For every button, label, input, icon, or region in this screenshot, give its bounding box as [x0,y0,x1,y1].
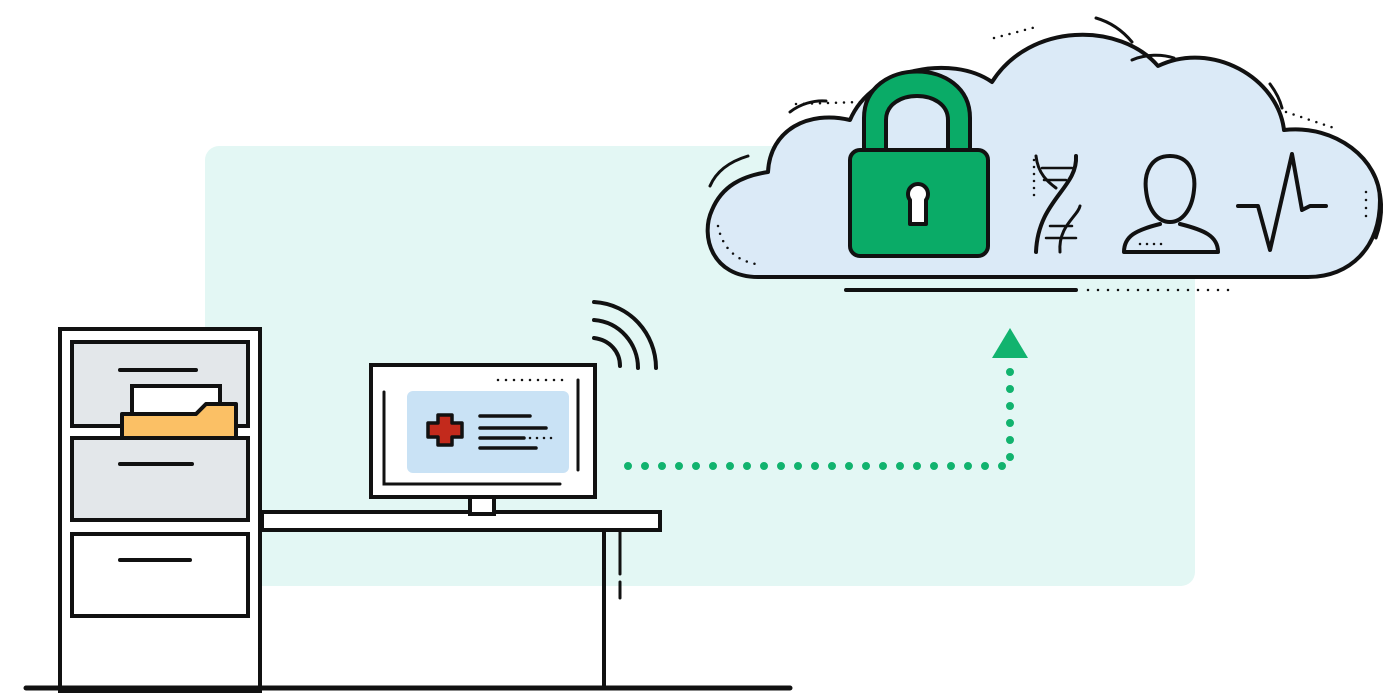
cloud-dots-2 [992,24,1042,40]
padlock-shackle [862,69,972,156]
cloud-body [705,32,1382,279]
cloud-accent-arc-top-left [788,99,828,114]
person-icon [1122,153,1220,254]
upload-arrow-icon [624,328,1028,470]
computer-monitor [369,363,597,516]
dna-icon [1032,154,1082,254]
desk [260,510,662,688]
cloud-accent-arc-left [708,154,750,188]
cloud-accent-arc-upper-right [1268,82,1284,110]
cloud [705,16,1384,292]
padlock-icon [848,69,990,258]
medical-record-panel [407,391,569,473]
heartbeat-icon [1236,152,1328,252]
padlock-keyhole [906,182,930,226]
arrow-head [992,328,1028,358]
person-shoulders [1122,222,1220,254]
cloud-accent-arc-top [1094,16,1134,44]
cloud-accent-arc-right [1370,170,1384,240]
desk-top [260,510,662,532]
cloud-dots-1 [794,100,862,106]
cloud-accent-arc-inner-top [1130,53,1176,62]
medical-cross-icon [426,413,464,447]
filing-cabinet [58,327,262,693]
cabinet-drawer-middle [70,436,250,522]
person-head [1143,153,1197,225]
cloud-dots-3 [1284,110,1336,130]
cabinet-drawer-bottom [70,532,250,618]
wireless-signal-icon [592,300,658,370]
